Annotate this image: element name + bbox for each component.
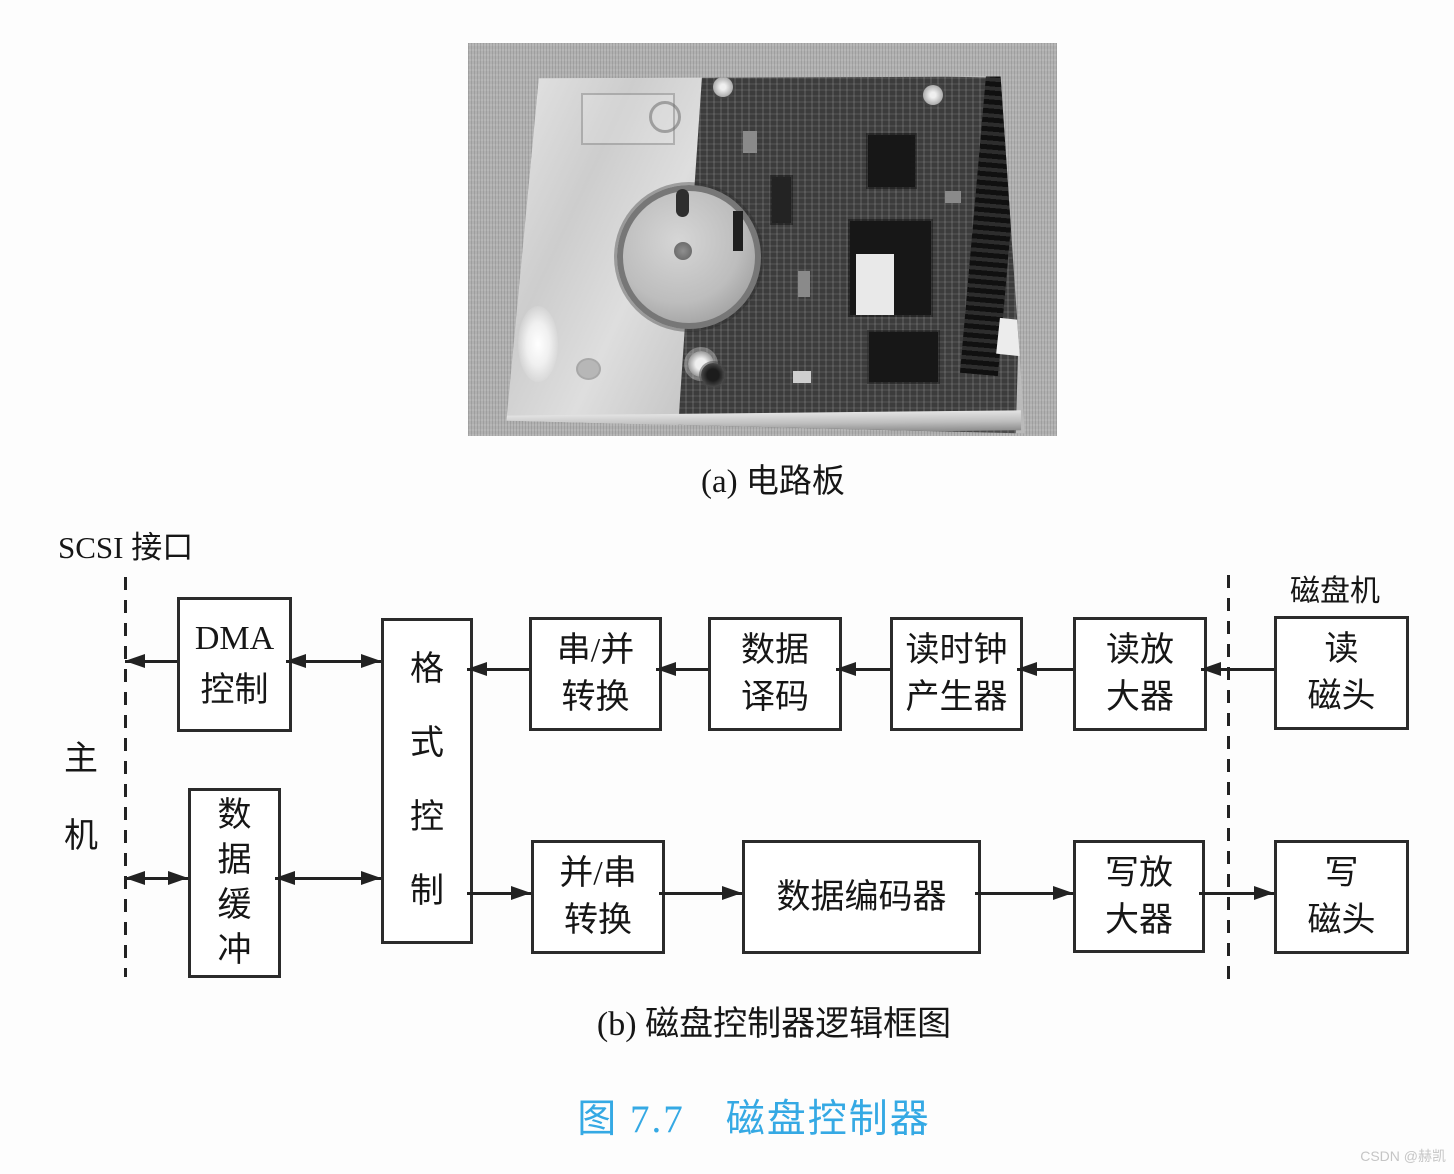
hdd-photo	[468, 43, 1057, 436]
arrow-writeamp-to-writehead-head	[1254, 886, 1274, 900]
node-data-encoder-label: 数据编码器	[776, 878, 947, 916]
hdd-embossed-logo	[649, 101, 681, 133]
node-write-head: 写 磁头	[1274, 840, 1409, 954]
hdd-component	[733, 211, 743, 251]
arrow-buffer-format-head-right	[361, 871, 381, 885]
figure-title: 图 7.7 磁盘控制器	[577, 1098, 931, 1141]
arrow-decoder-to-sp-head	[656, 662, 676, 676]
arrow-decoder-to-sp-line	[656, 668, 708, 671]
caption-a: (a) 电路板	[701, 464, 845, 500]
hdd-component	[945, 191, 961, 203]
arrow-format-to-ps-head	[511, 886, 531, 900]
node-dma-control-label: DMA 控制	[194, 619, 275, 709]
arrow-host-buffer-head-left	[125, 871, 145, 885]
node-serial-parallel: 串/并 转换	[529, 617, 662, 731]
arrow-buffer-format-head-left	[275, 871, 295, 885]
arrow-writeamp-to-writehead-line	[1199, 892, 1274, 895]
node-format-control: 格 式 控 制	[381, 618, 473, 944]
hdd-component	[743, 131, 757, 153]
arrow-dma-to-host-line	[125, 660, 177, 663]
node-read-clock-generator: 读时钟 产生器	[890, 617, 1023, 731]
arrow-sp-to-format-line	[467, 668, 529, 671]
node-data-buffer-label: 数 据 缓 冲	[217, 797, 252, 969]
label-host-top: 主	[64, 741, 98, 778]
arrow-readhead-to-readamp-line	[1201, 668, 1274, 671]
host-boundary-dashed-line	[124, 577, 127, 977]
node-write-head-label: 写 磁头	[1307, 855, 1376, 939]
arrow-encoder-to-writeamp-line	[975, 892, 1073, 895]
arrow-host-buffer-line	[125, 877, 188, 880]
arrow-clock-to-decoder-line	[836, 668, 890, 671]
hdd-chip-small	[772, 177, 791, 223]
hdd-screw-top-left	[713, 77, 733, 97]
hdd-screw-bottom	[701, 363, 725, 387]
node-dma-control: DMA 控制	[177, 597, 292, 732]
node-read-head-label: 读 磁头	[1307, 631, 1376, 715]
label-host-bottom: 机	[64, 818, 98, 855]
hdd-screw-top-right	[923, 85, 943, 105]
hdd-component	[793, 371, 811, 383]
hdd-metal-dot	[578, 360, 599, 378]
node-parallel-serial: 并/串 转换	[531, 840, 665, 954]
arrow-readamp-to-clock-line	[1017, 668, 1073, 671]
arrow-clock-to-decoder-head	[836, 662, 856, 676]
node-read-clock-generator-label: 读时钟 产生器	[905, 632, 1008, 716]
node-read-amplifier: 读放 大器	[1073, 617, 1207, 731]
arrow-ps-to-encoder-head	[722, 886, 742, 900]
arrow-buffer-format-line	[275, 877, 381, 880]
hdd-dsp-label	[856, 254, 894, 315]
node-read-head: 读 磁头	[1274, 616, 1409, 730]
node-serial-parallel-label: 串/并 转换	[556, 632, 635, 716]
hdd-side-wall	[506, 410, 1022, 434]
hdd-chip-top	[868, 135, 915, 187]
watermark: CSDN @赫凯	[1360, 1148, 1446, 1164]
label-disk-drive: 磁盘机	[1290, 575, 1380, 608]
node-parallel-serial-label: 并/串 转换	[559, 855, 637, 939]
hdd-reflection-highlight	[518, 306, 558, 382]
hdd-spindle-hub	[674, 242, 692, 260]
node-data-buffer: 数 据 缓 冲	[188, 788, 281, 978]
node-data-decoder-label: 数据 译码	[741, 632, 809, 716]
hdd-drive-body	[506, 76, 1025, 434]
hdd-spindle-slot	[676, 189, 689, 217]
arrow-format-to-ps-line	[467, 892, 531, 895]
hdd-chip-bottom	[869, 332, 938, 382]
arrow-encoder-to-writeamp-head	[1053, 886, 1073, 900]
arrow-dma-format-head-right	[361, 654, 381, 668]
node-data-encoder: 数据编码器	[742, 840, 981, 954]
hdd-connector-label	[996, 317, 1024, 357]
arrow-dma-to-host-head	[125, 654, 145, 668]
node-write-amplifier: 写放 大器	[1073, 840, 1205, 953]
arrow-sp-to-format-head	[467, 662, 487, 676]
node-format-control-label: 格 式 控 制	[410, 651, 444, 910]
label-scsi-interface: SCSI 接口	[58, 530, 194, 565]
arrow-host-buffer-head-right	[168, 871, 188, 885]
hdd-component	[798, 271, 810, 297]
arrow-dma-format-head-left	[286, 654, 306, 668]
arrow-readhead-to-readamp-head	[1201, 662, 1221, 676]
node-write-amplifier-label: 写放 大器	[1105, 854, 1173, 939]
arrow-ps-to-encoder-line	[659, 892, 742, 895]
drive-boundary-dashed-line	[1227, 575, 1230, 987]
node-data-decoder: 数据 译码	[708, 617, 842, 731]
caption-b: (b) 磁盘控制器逻辑框图	[596, 1006, 952, 1043]
node-read-amplifier-label: 读放 大器	[1106, 632, 1174, 716]
arrow-readamp-to-clock-head	[1017, 662, 1037, 676]
arrow-dma-format-line	[286, 660, 381, 663]
